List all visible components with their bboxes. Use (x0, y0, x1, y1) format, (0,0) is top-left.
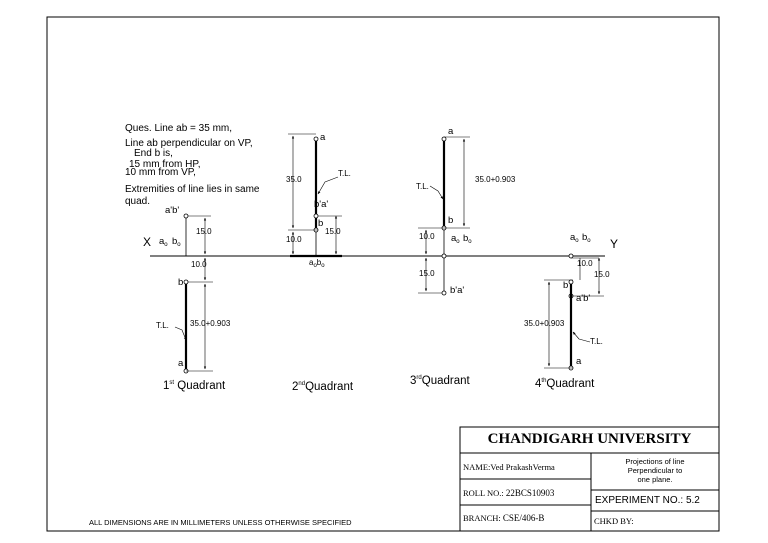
q1-top-b-label: b (178, 277, 184, 288)
student-name: NAME:Ved PrakashVerma (463, 462, 555, 472)
q1-dim-hp: 15.0 (196, 227, 212, 236)
quadrant-2-projection (288, 133, 342, 258)
experiment-title-line-3: one plane. (637, 475, 673, 484)
q3-dim-vp: 10.0 (419, 232, 435, 241)
q3-a-label: a (448, 126, 454, 137)
q4-dim-hp: 15.0 (594, 270, 610, 279)
quadrant-4-projection (544, 253, 604, 371)
q4-front-view-label: a'b' (576, 293, 591, 304)
quadrant-1-caption: 1st Quadrant (163, 380, 226, 392)
sheet-border (46, 16, 720, 532)
experiment-title-line-1: Projections of line (625, 457, 685, 466)
question-line-7: quad. (125, 196, 151, 207)
q3-axis-a-label: ao (451, 233, 460, 245)
experiment-title: Projections of line Perpendicular to one… (591, 457, 719, 484)
branch: BRANCH: CSE/406-B (463, 513, 545, 523)
q4-b-label: b (563, 280, 569, 291)
question-line-4: 15 mm from HP, (129, 159, 201, 170)
q1-true-length-label: T.L. (156, 321, 169, 330)
q3-axis-b-label: bo (463, 233, 472, 245)
q3-true-length-label: T.L. (416, 182, 429, 191)
quadrant-4-caption: 4thQuadrant (535, 378, 595, 390)
axis-label-x: X (143, 235, 152, 249)
dimensions-note: ALL DIMENSIONS ARE IN MILLIMETERS UNLESS… (89, 518, 352, 527)
q4-axis-b-label: bo (582, 232, 591, 244)
q2-dim-vp: 10.0 (286, 235, 302, 244)
question-line-3: End b is, (134, 148, 173, 159)
q3-dim-hp: 15.0 (419, 269, 435, 278)
q3-dim-length: 35.0+0.903 (475, 175, 516, 184)
q1-dim-vp: 10.0 (191, 260, 207, 269)
q4-dim-length: 35.0+0.903 (524, 319, 565, 328)
q1-axis-a-sub: o (164, 242, 168, 248)
experiment-title-line-2: Perpendicular to (627, 466, 683, 475)
question-line-2: Line ab perpendicular on VP, (125, 138, 253, 149)
q2-a-label: a (320, 132, 326, 143)
question-line-6: Extremities of line lies in same (125, 184, 260, 195)
checked-by: CHKD BY: (594, 516, 634, 526)
q1-axis-a-label: ao (159, 236, 168, 248)
quadrant-2-caption: 2ndQuadrant (292, 381, 354, 393)
roll-number: ROLL NO.: 22BCS10903 (463, 488, 555, 498)
experiment-number: EXPERIMENT NO.: 5.2 (595, 495, 700, 506)
q1-dim-length: 35.0+0.903 (190, 319, 231, 328)
q1-axis-b-sub: o (177, 242, 181, 248)
q4-dim-vp: 10.0 (577, 259, 593, 268)
q2-ground-label: aobo (309, 258, 325, 270)
q4-a-label: a (576, 356, 582, 367)
question-line-5: 10 mm from VP, (125, 167, 196, 178)
quadrant-1-projection (174, 213, 213, 374)
q2-front-view-label: b'a' (314, 199, 329, 210)
q2-dim-length: 35.0 (286, 175, 302, 184)
university-name: CHANDIGARH UNIVERSITY (487, 431, 692, 447)
q4-axis-a-label: ao (570, 232, 579, 244)
q2-dim-hp: 15.0 (325, 227, 341, 236)
q1-front-view-label: a'b' (165, 205, 180, 216)
q1-top-a-label: a (178, 358, 184, 369)
q3-front-view-label: b'a' (450, 285, 465, 296)
q3-b-label: b (448, 215, 454, 226)
q2-true-length-label: T.L. (338, 169, 351, 178)
axis-label-y: Y (610, 237, 619, 251)
title-block-frame (459, 426, 720, 532)
quadrant-3-caption: 3rdQuadrant (410, 375, 470, 387)
q1-axis-b-label: bo (172, 236, 181, 248)
question-line-1: Ques. Line ab = 35 mm, (125, 123, 233, 134)
quadrant-3-projection (418, 136, 470, 296)
q4-true-length-label: T.L. (590, 337, 603, 346)
q2-b-label: b (318, 218, 324, 229)
